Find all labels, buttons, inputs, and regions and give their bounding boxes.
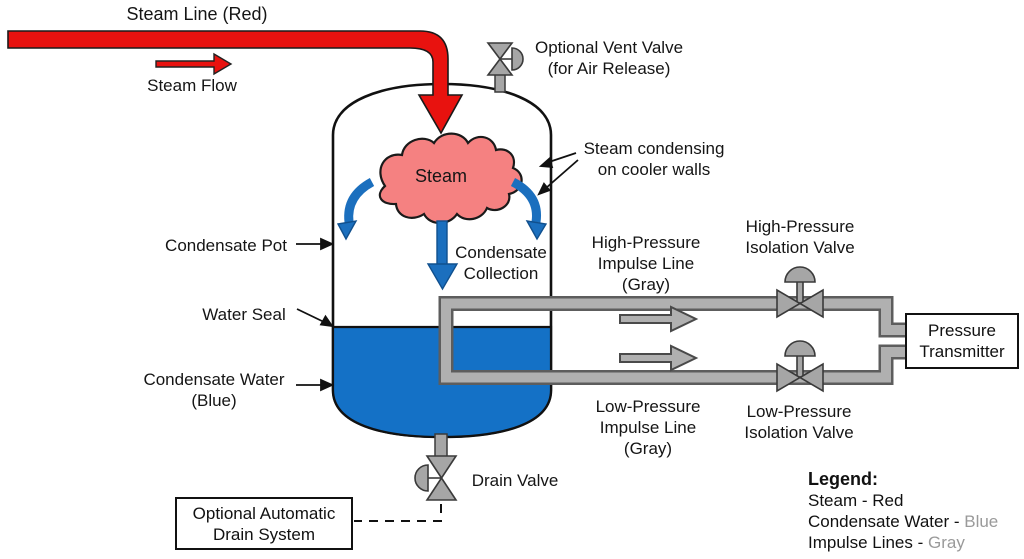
legend-item-steam: Steam - Red bbox=[808, 491, 904, 510]
hp-isolation-valve-icon bbox=[776, 266, 824, 319]
hp-flow-arrow bbox=[619, 305, 699, 333]
steam-line-pipe bbox=[7, 30, 464, 135]
condensate-water-label: Condensate Water (Blue) bbox=[143, 370, 285, 410]
lp-flow-arrow bbox=[619, 344, 699, 372]
steam-line-title: Steam Line (Red) bbox=[126, 4, 268, 24]
drain-valve-icon bbox=[414, 455, 458, 501]
legend-item-condensate: Condensate Water - Blue bbox=[808, 512, 999, 531]
label-pointer-arrows bbox=[296, 152, 579, 392]
lp-isolation-valve-label: Low-Pressure Isolation Valve bbox=[744, 402, 854, 442]
steam-flow-arrow bbox=[155, 52, 233, 76]
hp-impulse-line-label: High-Pressure Impulse Line (Gray) bbox=[591, 233, 701, 294]
legend-item-impulse: Impulse Lines - Gray bbox=[808, 533, 965, 552]
vent-valve-stem bbox=[494, 72, 506, 93]
steam-cloud bbox=[378, 132, 523, 225]
vent-valve-label: Optional Vent Valve (for Air Release) bbox=[534, 38, 684, 78]
auto-drain-system-box: Optional Automatic Drain System bbox=[175, 497, 353, 550]
lp-impulse-line-label: Low-Pressure Impulse Line (Gray) bbox=[595, 397, 701, 458]
legend: Legend: Steam - Red Condensate Water - B… bbox=[808, 469, 998, 553]
steam-condensing-label: Steam condensing on cooler walls bbox=[583, 139, 725, 179]
impulse-line-tube bbox=[441, 298, 912, 383]
steam-cloud-label: Steam bbox=[414, 166, 468, 186]
condensing-arrow-right bbox=[510, 178, 548, 241]
lp-isolation-valve-icon bbox=[776, 340, 824, 393]
condensate-collection-arrow bbox=[426, 220, 459, 291]
drain-valve-stem bbox=[434, 433, 448, 458]
vent-valve-icon bbox=[486, 42, 524, 76]
hp-isolation-valve-label: High-Pressure Isolation Valve bbox=[745, 217, 855, 257]
steam-flow-label: Steam Flow bbox=[147, 76, 237, 95]
drain-valve-label: Drain Valve bbox=[471, 471, 559, 490]
condensate-pot-label: Condensate Pot bbox=[165, 236, 287, 255]
condensing-arrow-left bbox=[336, 178, 375, 241]
water-seal-label: Water Seal bbox=[202, 305, 286, 324]
legend-heading: Legend: bbox=[808, 469, 878, 489]
auto-drain-dashed-line bbox=[354, 504, 442, 522]
pressure-transmitter-box: Pressure Transmitter bbox=[905, 313, 1019, 369]
condensate-collection-label: Condensate Collection bbox=[455, 243, 547, 283]
